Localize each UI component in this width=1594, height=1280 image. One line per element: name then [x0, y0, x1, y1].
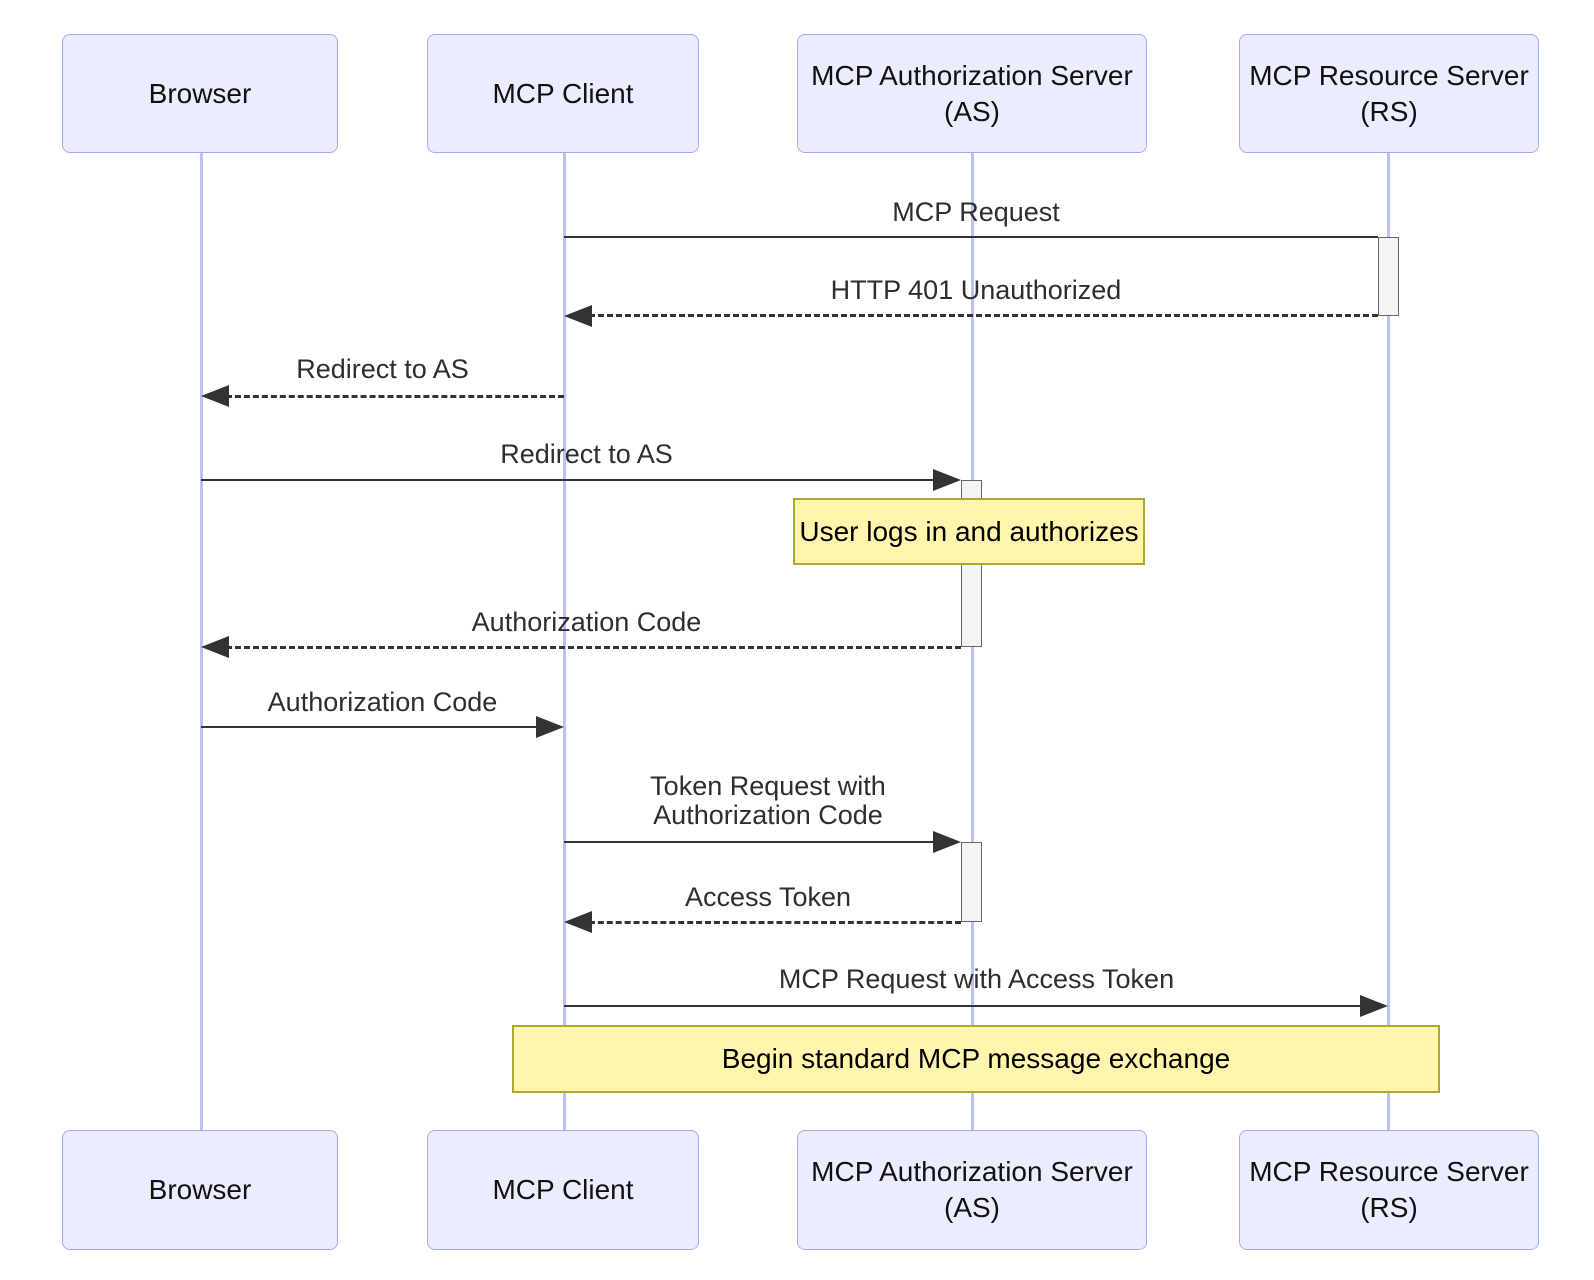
message-line: [217, 645, 961, 649]
actor-top-browser: Browser: [62, 34, 338, 153]
message-label: Authorization Code: [471, 607, 702, 637]
message-line: [564, 840, 933, 843]
message-label: Redirect to AS: [296, 354, 469, 384]
actor-label: (AS): [944, 1192, 1000, 1223]
message-arrowhead: [564, 911, 592, 933]
actor-label: (RS): [1360, 1192, 1418, 1223]
message-arrowhead: [933, 831, 961, 853]
actor-label: Browser: [148, 77, 252, 109]
message-arrowhead: [201, 636, 229, 658]
message-arrowhead: [564, 305, 592, 327]
message-label: MCP Request with Access Token: [778, 964, 1175, 994]
message-label: Redirect to AS: [500, 439, 673, 469]
actor-label: MCP Resource Server: [1249, 1156, 1529, 1187]
message-arrowhead: [933, 469, 961, 491]
message-line: [564, 1004, 1366, 1007]
message-arrowhead: [201, 385, 229, 407]
message-line: [564, 235, 1378, 238]
actor-label: (AS): [944, 95, 1000, 127]
actor-bottom-browser: Browser: [62, 1130, 338, 1250]
actor-bottom-resource-server: MCP Resource Server (RS): [1239, 1130, 1539, 1250]
lifeline-resource-server: [1386, 153, 1390, 1130]
message-line: [217, 394, 564, 398]
message-label: Access Token: [684, 882, 852, 912]
actor-label: Browser: [148, 1174, 252, 1205]
actor-bottom-mcp-client: MCP Client: [427, 1130, 699, 1250]
actor-label: (RS): [1360, 95, 1418, 127]
message-arrowhead: [1360, 995, 1388, 1017]
message-line: [580, 314, 1378, 317]
note-user-authorizes: User logs in and authorizes: [793, 498, 1145, 565]
message-label: HTTP 401 Unauthorized: [830, 275, 1122, 305]
actor-label: MCP Authorization Server: [811, 59, 1133, 91]
actor-top-mcp-client: MCP Client: [427, 34, 699, 153]
note-begin-mcp-exchange: Begin standard MCP message exchange: [512, 1025, 1440, 1093]
actor-label: MCP Resource Server: [1249, 59, 1529, 91]
message-label: Authorization Code: [653, 800, 883, 830]
actor-label: MCP Authorization Server: [811, 1156, 1133, 1187]
actor-top-authorization-server: MCP Authorization Server (AS): [797, 34, 1147, 153]
actor-label: MCP Client: [492, 1174, 634, 1205]
message-line: [580, 920, 961, 924]
message-label: Token Request with: [650, 771, 886, 801]
message-label: Authorization Code: [267, 687, 498, 717]
message-arrowhead: [536, 716, 564, 738]
lifeline-mcp-client: [562, 153, 566, 1130]
activation-resource-server: [1378, 237, 1399, 316]
activation-authorization-server: [961, 842, 982, 922]
actor-bottom-authorization-server: MCP Authorization Server (AS): [797, 1130, 1147, 1250]
message-line: [201, 478, 949, 481]
message-line: [201, 725, 536, 728]
actor-top-resource-server: MCP Resource Server (RS): [1239, 34, 1539, 153]
message-label: MCP Request: [892, 197, 1060, 227]
actor-label: MCP Client: [492, 77, 634, 109]
